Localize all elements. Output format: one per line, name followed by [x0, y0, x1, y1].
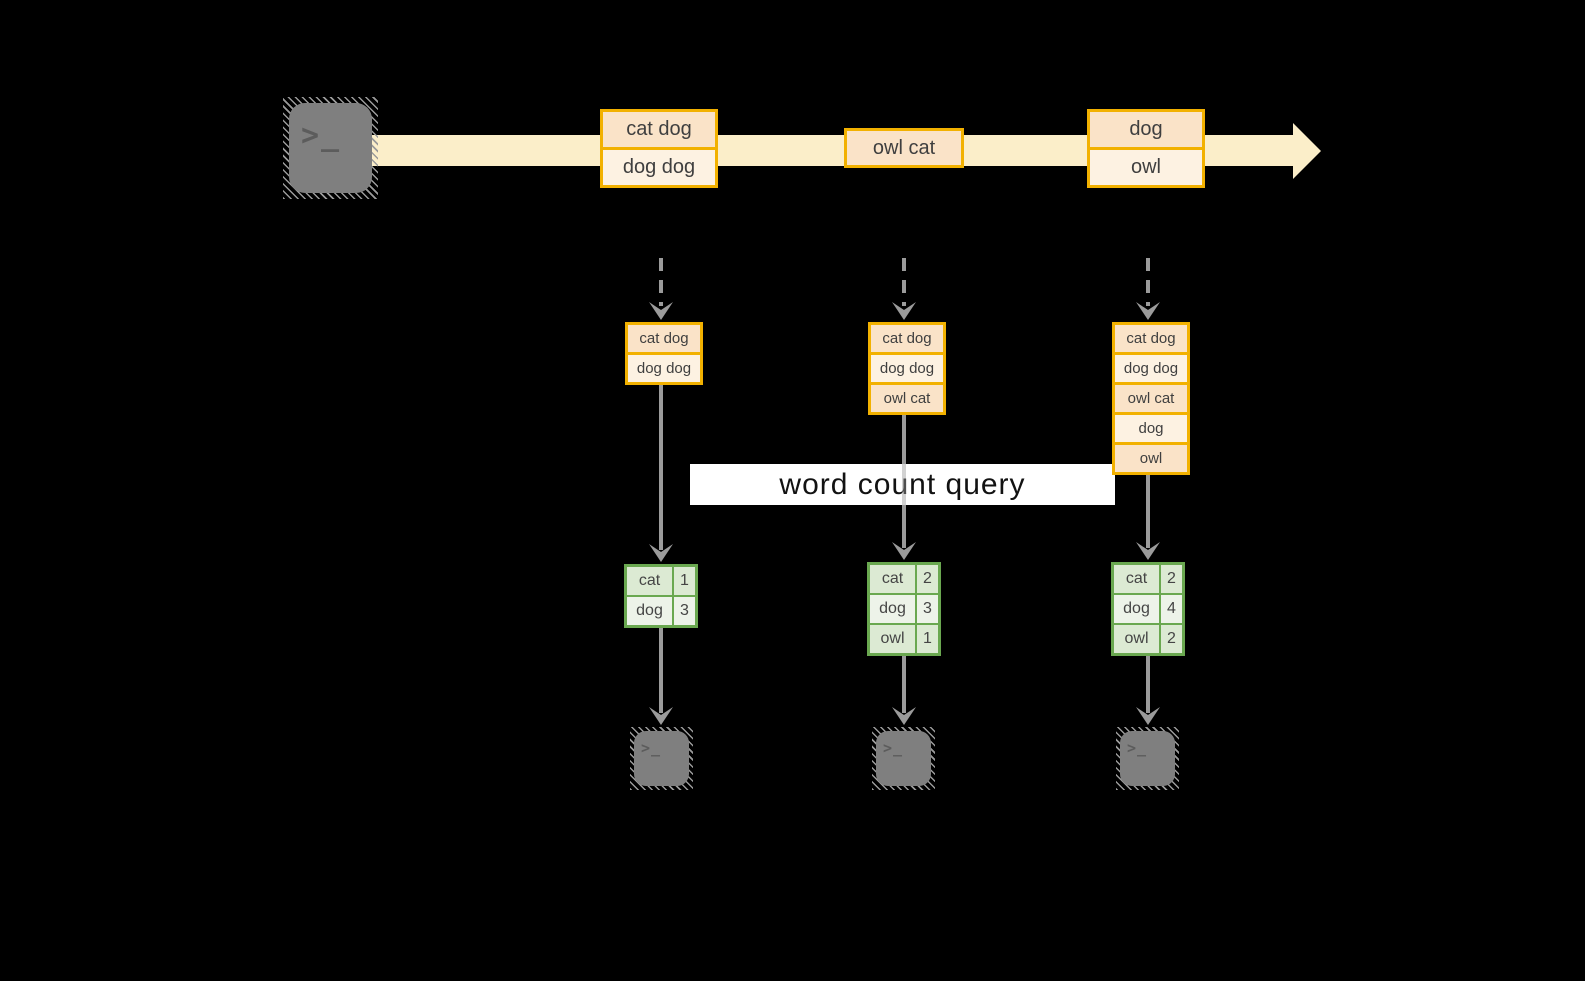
terminal-screen [634, 731, 689, 786]
count-cell: 1 [674, 567, 695, 595]
table-row: dog 4 [1114, 595, 1182, 623]
timeline-arrowhead-icon [1293, 123, 1321, 179]
word-cell: owl [870, 625, 915, 653]
sink-terminal-icon-3: >_ [1116, 727, 1179, 790]
record-row: dog dog [1115, 355, 1187, 382]
stream-batch-1: cat dog dog dog [600, 109, 718, 188]
stream-batch-2: owl cat [844, 128, 964, 168]
word-count-table-3: cat 2 dog 4 owl 2 [1111, 562, 1185, 656]
table-row: dog 3 [627, 597, 695, 625]
table-row: cat 2 [870, 565, 938, 593]
table-row: cat 2 [1114, 565, 1182, 593]
count-cell: 2 [1161, 565, 1182, 593]
record-row: cat dog [628, 325, 700, 352]
count-cell: 4 [1161, 595, 1182, 623]
word-cell: dog [870, 595, 915, 623]
table-row: cat 1 [627, 567, 695, 595]
word-count-table-2: cat 2 dog 3 owl 1 [867, 562, 941, 656]
record-row: dog dog [628, 355, 700, 382]
word-cell: cat [627, 567, 672, 595]
word-cell: cat [870, 565, 915, 593]
terminal-prompt-glyph: >_ [301, 118, 342, 153]
batch-record: cat dog [603, 112, 715, 147]
record-row: owl cat [1115, 385, 1187, 412]
count-cell: 3 [917, 595, 938, 623]
word-count-table-1: cat 1 dog 3 [624, 564, 698, 628]
terminal-prompt-glyph: >_ [1127, 739, 1148, 757]
query-label: word count query [779, 467, 1026, 501]
stream-batch-3: dog owl [1087, 109, 1205, 188]
word-cell: cat [1114, 565, 1159, 593]
terminal-screen [1120, 731, 1175, 786]
record-row: owl [1115, 445, 1187, 472]
record-row: cat dog [871, 325, 943, 352]
micro-batch-stack-1: cat dog dog dog [625, 322, 703, 385]
sink-terminal-icon-1: >_ [630, 727, 693, 790]
word-cell: owl [1114, 625, 1159, 653]
table-row: owl 2 [1114, 625, 1182, 653]
word-cell: dog [1114, 595, 1159, 623]
record-row: dog dog [871, 355, 943, 382]
batch-record: owl cat [847, 131, 961, 165]
sink-terminal-icon-2: >_ [872, 727, 935, 790]
count-cell: 1 [917, 625, 938, 653]
stream-source-terminal-icon: >_ [283, 97, 378, 199]
word-cell: dog [627, 597, 672, 625]
table-row: owl 1 [870, 625, 938, 653]
terminal-prompt-glyph: >_ [883, 739, 904, 757]
micro-batch-stack-3: cat dog dog dog owl cat dog owl [1112, 322, 1190, 475]
terminal-screen [289, 103, 372, 193]
count-cell: 3 [674, 597, 695, 625]
count-cell: 2 [1161, 625, 1182, 653]
record-row: owl cat [871, 385, 943, 412]
record-row: cat dog [1115, 325, 1187, 352]
arrow-through-banner [902, 464, 906, 505]
batch-record: dog dog [603, 150, 715, 185]
terminal-prompt-glyph: >_ [641, 739, 662, 757]
record-row: dog [1115, 415, 1187, 442]
count-cell: 2 [917, 565, 938, 593]
batch-record: dog [1090, 112, 1202, 147]
query-label-banner: word count query [690, 464, 1115, 505]
batch-record: owl [1090, 150, 1202, 185]
micro-batch-stack-2: cat dog dog dog owl cat [868, 322, 946, 415]
table-row: dog 3 [870, 595, 938, 623]
terminal-screen [876, 731, 931, 786]
